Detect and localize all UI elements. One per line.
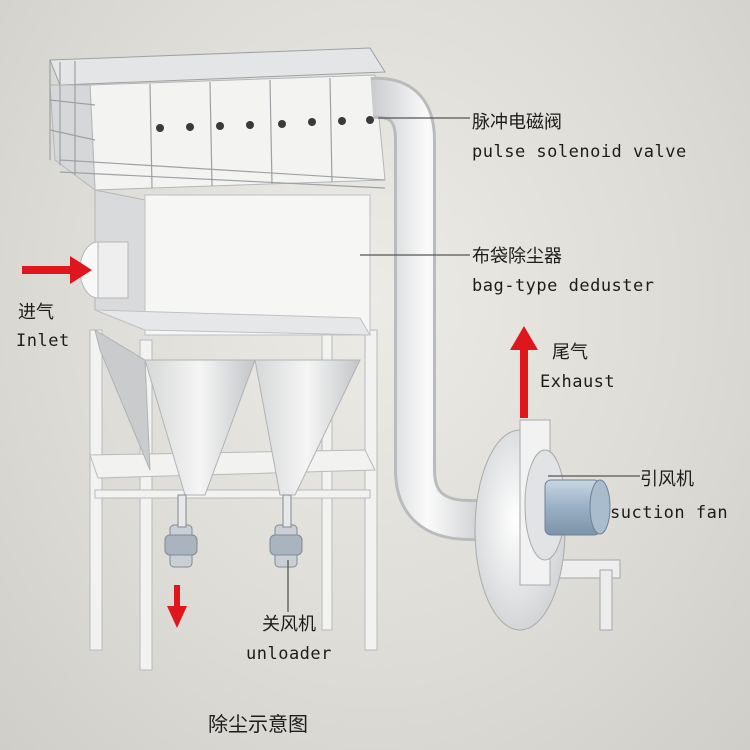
inlet-label-cn: 进气 [18, 302, 54, 323]
unloader-label-en: unloader [246, 644, 332, 664]
exhaust-arrow-icon [510, 326, 538, 418]
exhaust-label-en: Exhaust [540, 372, 616, 392]
suction-fan [474, 419, 621, 631]
rotary-valve-left [164, 494, 198, 568]
bag-deduster-label-cn: 布袋除尘器 [472, 246, 562, 267]
fan-label-en: suction fan [610, 503, 729, 523]
unloader-label-cn: 关风机 [262, 614, 316, 635]
fan-label-cn: 引风机 [640, 469, 694, 490]
bag-deduster-label-en: bag-type deduster [472, 276, 655, 296]
valve-label-cn: 脉冲电磁阀 [472, 112, 562, 133]
rotary-valve-right [269, 494, 303, 568]
bag-deduster-housing [79, 189, 371, 496]
discharge-arrow-icon [167, 585, 187, 628]
hopper-right [254, 359, 361, 496]
pulse-valve-header [49, 47, 386, 192]
leader-lines [287, 117, 640, 612]
inlet-arrow-icon [22, 256, 92, 284]
outlet-pipe [370, 76, 495, 541]
diagram-caption: 除尘示意图 [208, 712, 308, 736]
flow-arrows [22, 256, 538, 628]
hopper-left [144, 359, 256, 496]
valve-label-en: pulse solenoid valve [472, 142, 687, 162]
exhaust-label-cn: 尾气 [552, 342, 588, 363]
inlet-label-en: Inlet [16, 331, 70, 351]
